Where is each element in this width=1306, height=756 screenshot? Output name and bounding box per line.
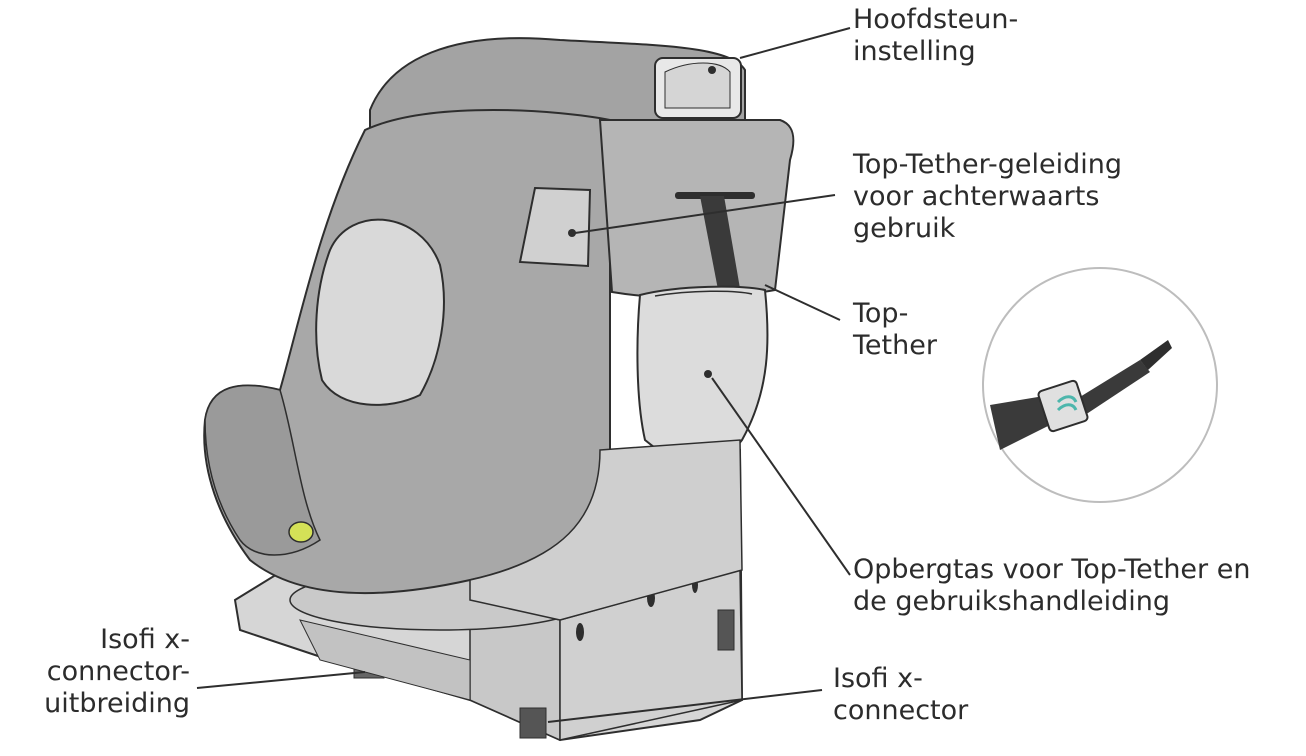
base-front [469, 439, 743, 621]
label-isofix-extension: Isofi x- connector- uitbreiding [0, 624, 190, 720]
label-line: Hoofdsteun- [853, 4, 1019, 35]
top-tether-strap [700, 196, 742, 300]
label-isofix-connector: Isofi x- connector [833, 663, 968, 727]
label-line: instelling [853, 35, 976, 67]
label-storage-bag: Opbergtas voor Top-Tether en de gebruiks… [853, 554, 1250, 618]
label-line: Top- [853, 298, 909, 329]
label-line: Top-Tether-geleiding [853, 149, 1123, 180]
label-line: de gebruikshandleiding [853, 585, 1171, 617]
label-line: Isofi x- [100, 624, 190, 655]
label-line: gebruik [853, 212, 956, 244]
top-tether-guide-panel [598, 119, 795, 299]
top-tether-detail-inset [982, 267, 1218, 503]
label-line: connector- [46, 655, 190, 687]
label-line: voor achterwaarts [853, 180, 1100, 212]
storage-bag [636, 285, 769, 464]
seat-shell [203, 109, 611, 595]
label-line: Opbergtas voor Top-Tether en [853, 554, 1251, 585]
label-top-tether: Top- Tether [853, 298, 937, 362]
label-line: uitbreiding [44, 687, 190, 719]
leader-lines [196, 27, 851, 723]
label-line: Isofi x- [833, 663, 923, 694]
lime-indicator [288, 521, 314, 543]
label-line: connector [833, 694, 969, 726]
label-headrest-adjustment: Hoofdsteun- instelling [853, 4, 1018, 68]
label-top-tether-guide: Top-Tether-geleiding voor achterwaarts g… [853, 149, 1122, 245]
label-line: Tether [853, 329, 937, 361]
